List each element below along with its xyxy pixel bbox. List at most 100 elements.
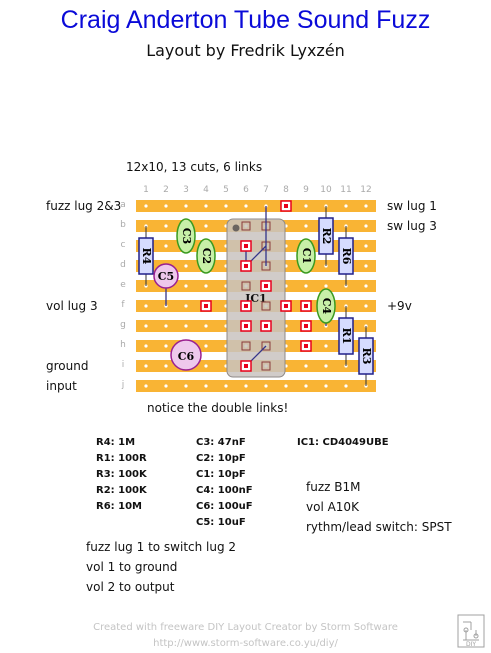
bom-capacitor: C3: 47nF bbox=[196, 437, 246, 448]
bom-resistor: R1: 100R bbox=[96, 453, 147, 464]
bom-resistor: R6: 10M bbox=[96, 501, 143, 512]
row-letter: d bbox=[120, 260, 126, 270]
diy-logo-text: DIY bbox=[466, 641, 476, 648]
track-cut-mark bbox=[244, 304, 248, 308]
c3-body bbox=[176, 218, 196, 254]
track-cut-mark bbox=[284, 304, 288, 308]
column-number: 6 bbox=[243, 185, 249, 195]
track-cut-mark bbox=[244, 324, 248, 328]
strip-hole bbox=[164, 324, 168, 328]
strip-hole bbox=[224, 204, 228, 208]
strip-hole bbox=[184, 204, 188, 208]
r2-label: R2 bbox=[320, 228, 333, 245]
footer-url: http://www.storm-software.co.yu/diy/ bbox=[153, 638, 338, 649]
track-cut-mark bbox=[264, 284, 268, 288]
resistors: R4 R2 R6 R1 R3 bbox=[138, 206, 374, 386]
wiring-note: vol 1 to ground bbox=[86, 560, 178, 574]
ic1-pin1-marker bbox=[232, 224, 240, 232]
c6-body bbox=[170, 339, 202, 371]
ic1-pin bbox=[261, 361, 271, 371]
r3-body bbox=[358, 337, 374, 375]
column-number: 11 bbox=[340, 185, 352, 195]
track-cut-mark bbox=[264, 324, 268, 328]
row-letter: h bbox=[120, 340, 126, 350]
bom-ic: IC1: CD4049UBE bbox=[297, 437, 389, 448]
footer-credit: Created with freeware DIY Layout Creator… bbox=[93, 622, 398, 633]
label-sw-lug-3: sw lug 3 bbox=[387, 219, 437, 233]
label-power: +9v bbox=[387, 299, 412, 313]
strip-hole bbox=[244, 204, 248, 208]
strip-hole bbox=[364, 304, 368, 308]
track-cut-mark bbox=[304, 324, 308, 328]
strip-hole bbox=[144, 324, 148, 328]
strip-hole bbox=[324, 384, 328, 388]
strip-hole bbox=[164, 344, 168, 348]
r6-label: R6 bbox=[340, 248, 353, 265]
strip-hole bbox=[304, 384, 308, 388]
strip-hole bbox=[364, 224, 368, 228]
film-capacitors: C3 C2 C1 C4 bbox=[176, 218, 336, 324]
strip-row bbox=[136, 200, 376, 212]
column-number: 10 bbox=[320, 185, 332, 195]
strip-hole bbox=[324, 364, 328, 368]
c5-label: C5 bbox=[158, 270, 174, 283]
strip-hole bbox=[204, 324, 208, 328]
page-title: Craig Anderton Tube Sound Fuzz bbox=[60, 6, 431, 34]
bom-capacitor: C5: 10uF bbox=[196, 517, 246, 528]
column-number: 4 bbox=[203, 185, 209, 195]
label-sw-lug-1: sw lug 1 bbox=[387, 199, 437, 213]
strip-hole bbox=[204, 224, 208, 228]
strip-hole bbox=[164, 384, 168, 388]
strip-hole bbox=[344, 384, 348, 388]
track-cut-mark bbox=[304, 344, 308, 348]
c1-label: C1 bbox=[300, 248, 313, 264]
strip-hole bbox=[164, 224, 168, 228]
label-vol-lug: vol lug 3 bbox=[46, 299, 98, 313]
ic1-pin bbox=[241, 341, 251, 351]
ic1-pin bbox=[261, 341, 271, 351]
strip-hole bbox=[224, 384, 228, 388]
strip-hole bbox=[324, 284, 328, 288]
strip-hole bbox=[164, 364, 168, 368]
track-cut-mark bbox=[244, 264, 248, 268]
strip-hole bbox=[164, 244, 168, 248]
wiring-note: vol 2 to output bbox=[86, 580, 175, 594]
c1-body bbox=[296, 238, 316, 274]
track-cut-mark bbox=[204, 304, 208, 308]
row-letter: j bbox=[121, 380, 125, 390]
strip-hole bbox=[184, 284, 188, 288]
strip-hole bbox=[204, 384, 208, 388]
r4-label: R4 bbox=[140, 248, 153, 265]
column-number: 3 bbox=[183, 185, 189, 195]
column-number: 2 bbox=[163, 185, 169, 195]
row-letter: g bbox=[120, 320, 126, 330]
strip-hole bbox=[364, 244, 368, 248]
pot-fuzz: fuzz B1M bbox=[306, 480, 361, 494]
bom-capacitor: C1: 10pF bbox=[196, 469, 246, 480]
r4-body bbox=[138, 237, 154, 275]
ic1-pin bbox=[261, 301, 271, 311]
c4-body bbox=[316, 288, 336, 324]
track-cut-mark bbox=[284, 204, 288, 208]
strip-hole bbox=[364, 204, 368, 208]
c5-body bbox=[153, 263, 179, 289]
column-number: 12 bbox=[360, 185, 372, 195]
strip-hole bbox=[244, 384, 248, 388]
strip-hole bbox=[304, 284, 308, 288]
notice-text: notice the double links! bbox=[147, 401, 289, 415]
bom-resistor: R3: 100K bbox=[96, 469, 147, 480]
bom-capacitor: C4: 100nF bbox=[196, 485, 253, 496]
strip-hole bbox=[184, 324, 188, 328]
strip-hole bbox=[304, 364, 308, 368]
label-fuzz-lug: fuzz lug 2&3 bbox=[46, 199, 122, 213]
row-letter: a bbox=[120, 200, 126, 210]
column-number: 5 bbox=[223, 185, 229, 195]
r6-body bbox=[338, 237, 354, 275]
strip-row bbox=[136, 380, 376, 392]
strip-hole bbox=[144, 384, 148, 388]
strip-hole bbox=[204, 284, 208, 288]
label-input: input bbox=[46, 379, 77, 393]
c4-label: C4 bbox=[320, 298, 333, 315]
bom-capacitor: C2: 10pF bbox=[196, 453, 246, 464]
switch-info: rythm/lead switch: SPST bbox=[306, 520, 452, 534]
